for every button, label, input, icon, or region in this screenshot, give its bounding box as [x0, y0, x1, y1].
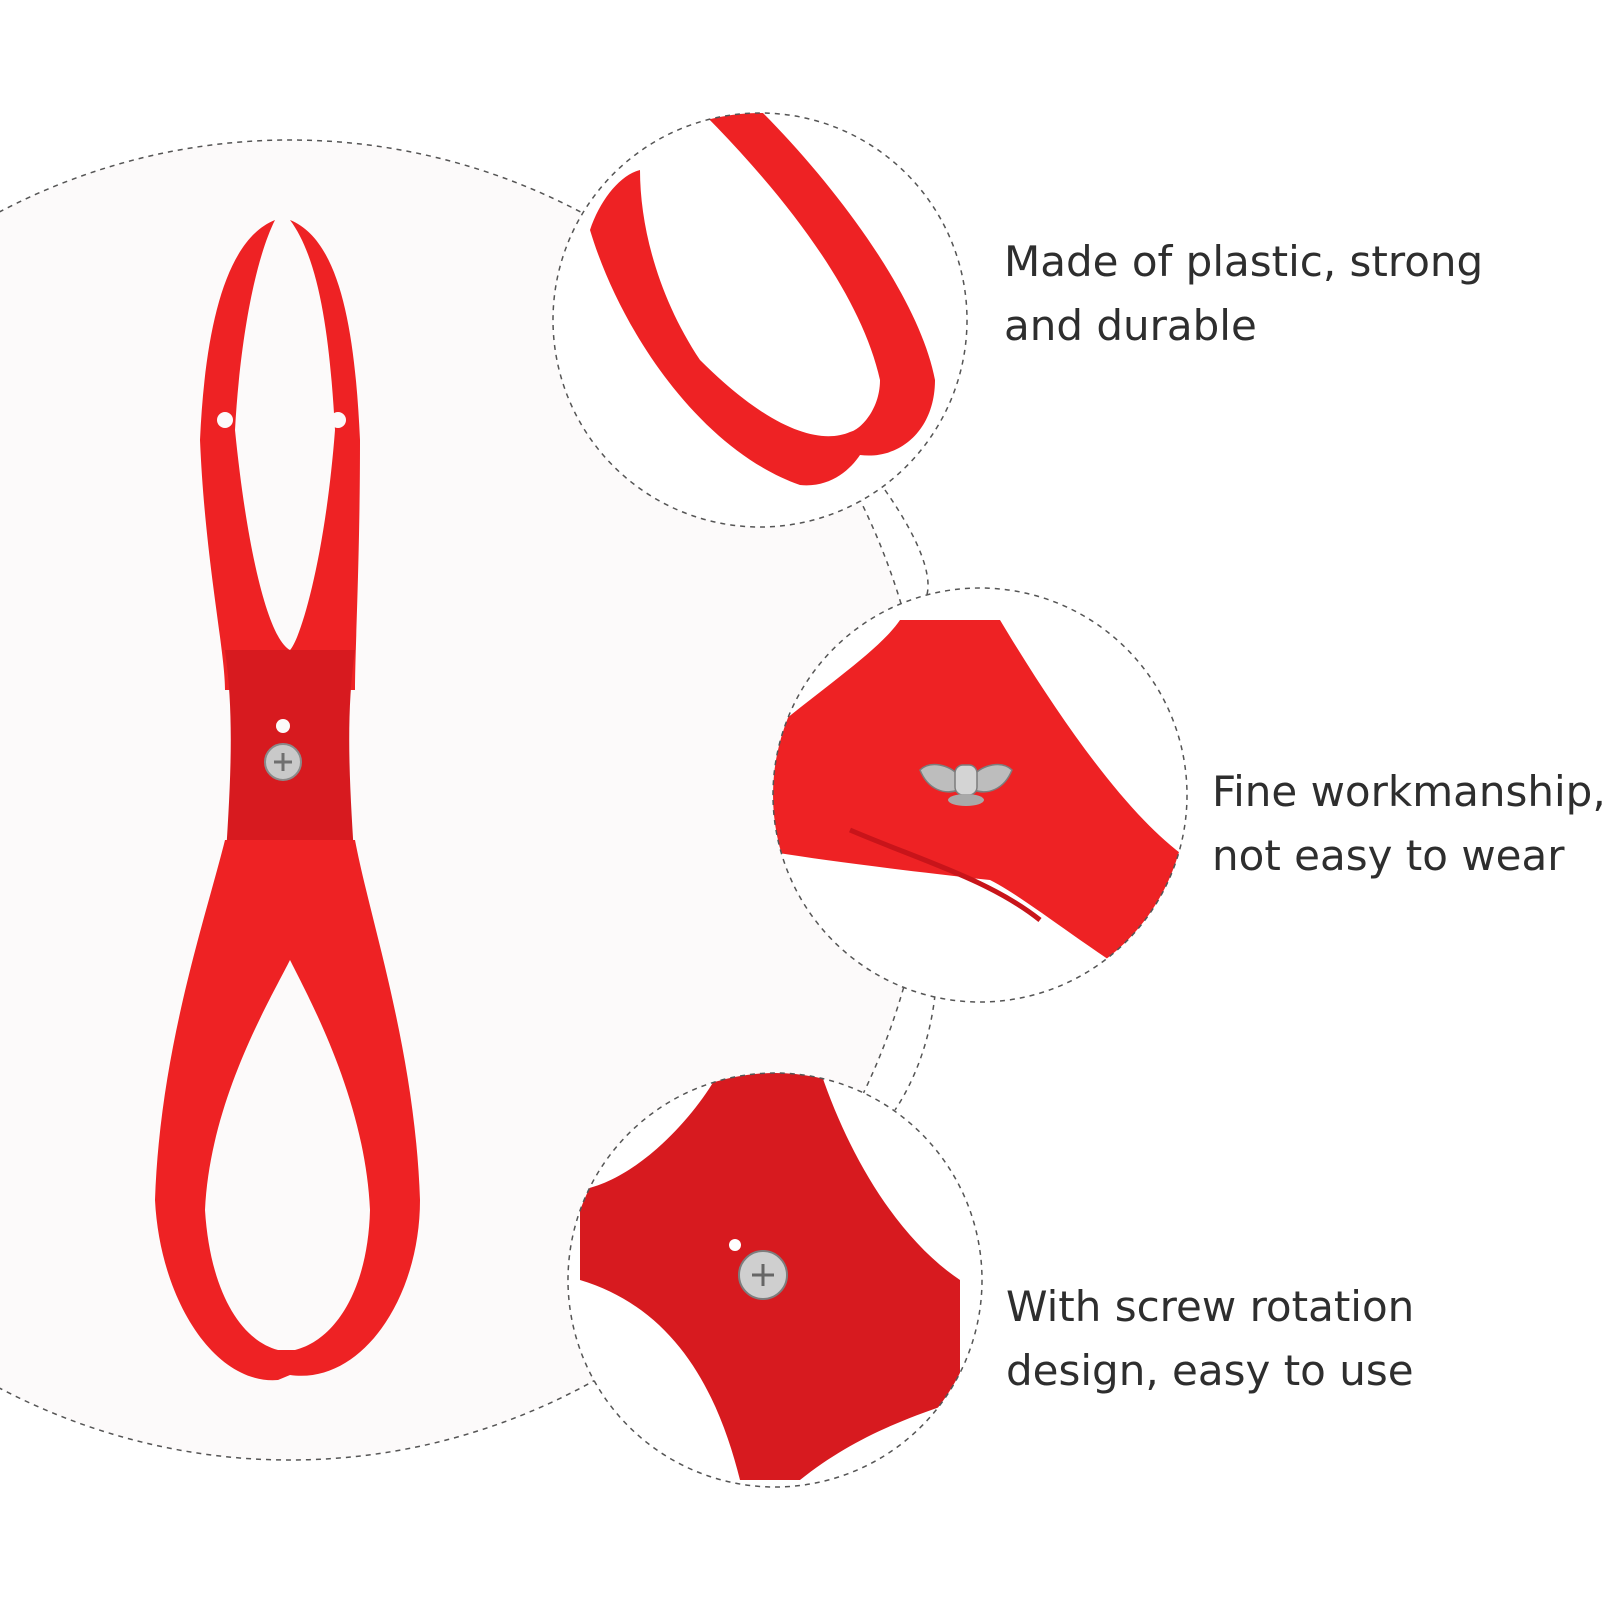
feature-caption-line: Fine workmanship, — [1212, 767, 1603, 816]
callout-top-lobe — [552, 112, 968, 528]
callout-screw — [567, 1072, 983, 1488]
feature-caption-screw: With screw rotation design, easy to use — [1006, 1275, 1414, 1403]
feature-caption-line: Made of plastic, strong — [1004, 237, 1484, 286]
feature-caption-workmanship: Fine workmanship, not easy to wear — [1212, 760, 1603, 888]
feature-caption-line: not easy to wear — [1212, 831, 1565, 880]
feature-caption-line: and durable — [1004, 301, 1257, 350]
callout-wing-nut — [772, 587, 1188, 1003]
feature-caption-line: With screw rotation — [1006, 1282, 1415, 1331]
feature-caption-material: Made of plastic, strong and durable — [1004, 230, 1483, 358]
caliper-tool — [155, 220, 420, 1381]
feature-caption-line: design, easy to use — [1006, 1346, 1414, 1395]
screw-closeup-icon — [738, 1250, 788, 1300]
wing-nut-icon — [919, 763, 1013, 806]
